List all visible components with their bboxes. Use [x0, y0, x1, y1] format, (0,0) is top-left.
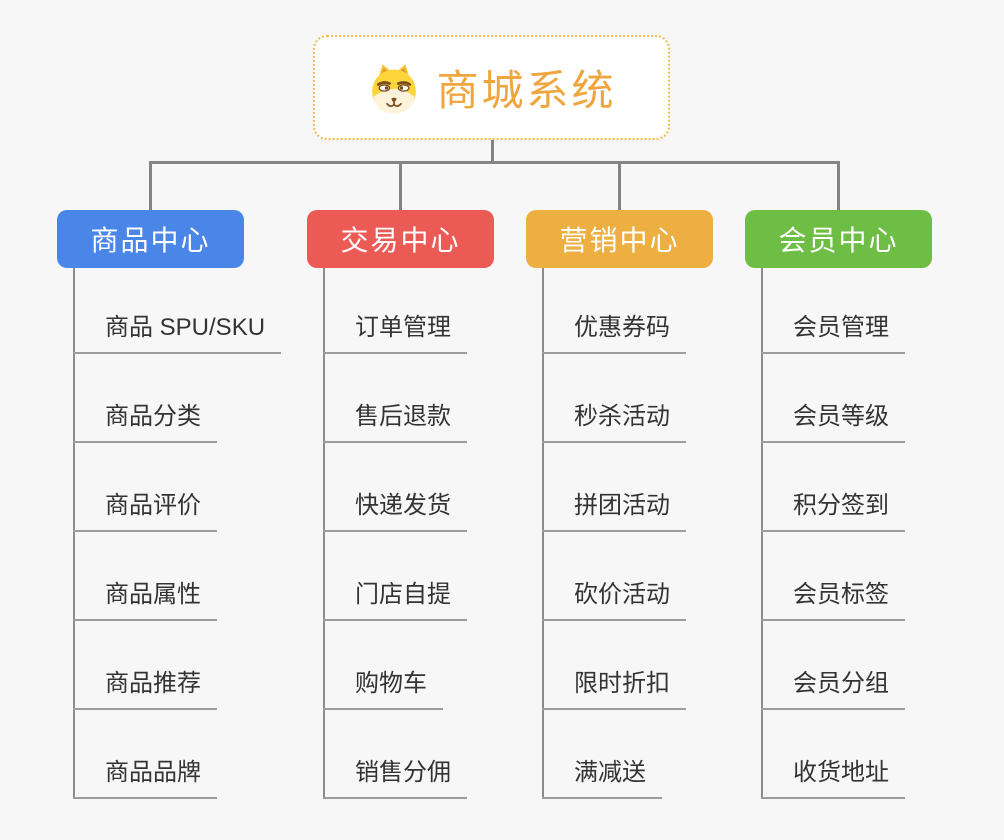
leaf-item[interactable]: 商品品牌: [73, 755, 217, 799]
branch-trunk-line: [761, 268, 763, 799]
branch-product-center: 商品中心 商品 SPU/SKU 商品分类 商品评价 商品属性 商品推荐 商品品牌: [57, 210, 307, 820]
leaf-item[interactable]: 销售分佣: [323, 755, 467, 799]
leaf-item[interactable]: 满减送: [542, 755, 662, 799]
root-node[interactable]: 商城系统: [313, 35, 670, 140]
leaf-item[interactable]: 门店自提: [323, 577, 467, 621]
branch-trunk-line: [323, 268, 325, 799]
branch-trade-center: 交易中心 订单管理 售后退款 快递发货 门店自提 购物车 销售分佣: [307, 210, 557, 820]
leaf-item[interactable]: 秒杀活动: [542, 399, 686, 443]
connector-stub-2: [399, 161, 402, 210]
leaf-item[interactable]: 砍价活动: [542, 577, 686, 621]
leaf-item[interactable]: 订单管理: [323, 310, 467, 354]
leaf-item[interactable]: 会员管理: [761, 310, 905, 354]
branch-trunk-line: [73, 268, 75, 799]
doge-icon: [366, 60, 422, 116]
root-title: 商城系统: [436, 67, 617, 114]
leaf-item[interactable]: 积分签到: [761, 488, 905, 532]
leaf-item[interactable]: 拼团活动: [542, 488, 686, 532]
branch-box-trade-center[interactable]: 交易中心: [307, 210, 494, 268]
branch-member-center: 会员中心 会员管理 会员等级 积分签到 会员标签 会员分组 收货地址: [745, 210, 995, 820]
branch-trunk-line: [542, 268, 544, 799]
leaf-item[interactable]: 快递发货: [323, 488, 467, 532]
branch-box-marketing-center[interactable]: 营销中心: [526, 210, 713, 268]
leaf-item[interactable]: 商品评价: [73, 488, 217, 532]
branch-box-product-center[interactable]: 商品中心: [57, 210, 244, 268]
leaf-item[interactable]: 收货地址: [761, 755, 905, 799]
leaf-item[interactable]: 商品属性: [73, 577, 217, 621]
leaf-item[interactable]: 会员分组: [761, 666, 905, 710]
leaf-item[interactable]: 商品 SPU/SKU: [73, 310, 282, 354]
connector-stub-4: [837, 161, 840, 210]
leaf-item[interactable]: 会员等级: [761, 399, 905, 443]
branch-marketing-center: 营销中心 优惠券码 秒杀活动 拼团活动 砍价活动 限时折扣 满减送: [526, 210, 776, 820]
connector-bus: [149, 161, 840, 164]
leaf-item[interactable]: 会员标签: [761, 577, 905, 621]
leaf-item[interactable]: 购物车: [323, 666, 443, 710]
branch-box-member-center[interactable]: 会员中心: [745, 210, 932, 268]
connector-root-stub: [491, 140, 494, 164]
leaf-item[interactable]: 商品推荐: [73, 666, 217, 710]
leaf-item[interactable]: 优惠券码: [542, 310, 686, 354]
leaf-item[interactable]: 限时折扣: [542, 666, 686, 710]
connector-stub-1: [149, 161, 152, 210]
leaf-item[interactable]: 商品分类: [73, 399, 217, 443]
leaf-item[interactable]: 售后退款: [323, 399, 467, 443]
connector-stub-3: [618, 161, 621, 210]
